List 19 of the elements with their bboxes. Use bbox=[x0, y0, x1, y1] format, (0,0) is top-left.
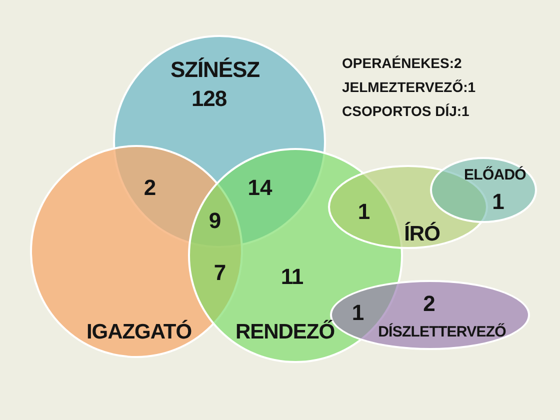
note-text: JELMEZTERVEZŐ:1 bbox=[342, 80, 476, 94]
overlap-count: 14 bbox=[248, 177, 272, 199]
overlap-count: 1 bbox=[352, 302, 364, 324]
count-value: 11 bbox=[280, 266, 304, 288]
count-value: 128 bbox=[191, 88, 227, 110]
set-name: ELŐADÓ bbox=[464, 168, 526, 182]
overlap-count: 9 bbox=[208, 210, 222, 232]
set-name: IGAZGATÓ bbox=[86, 322, 192, 342]
overlap-count: 1 bbox=[358, 201, 370, 223]
set-name: ÍRÓ bbox=[404, 224, 440, 244]
count-value: 1 bbox=[492, 191, 504, 213]
set-name: DÍSZLETTERVEZŐ bbox=[378, 324, 506, 340]
note-text: CSOPORTOS DÍJ:1 bbox=[342, 104, 470, 118]
set-name: RENDEZŐ bbox=[236, 322, 334, 342]
overlap-count: 2 bbox=[144, 177, 156, 199]
count-value: 2 bbox=[423, 293, 435, 315]
overlap-count: 7 bbox=[214, 262, 226, 284]
set-name: SZÍNÉSZ bbox=[170, 59, 260, 81]
note-text: OPERAÉNEKES:2 bbox=[342, 56, 462, 70]
